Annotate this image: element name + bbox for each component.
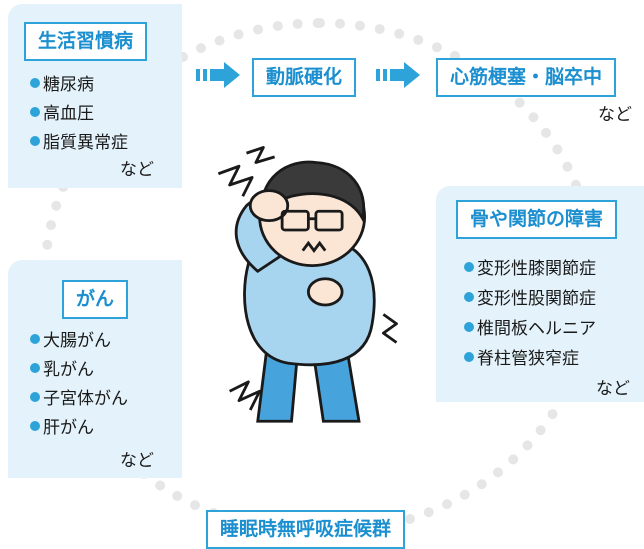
cardio-title: 心筋梗塞・脳卒中 bbox=[436, 58, 617, 97]
cancer-title: がん bbox=[62, 280, 129, 319]
bullet-icon bbox=[30, 106, 40, 117]
cancer-item: 大腸がん bbox=[30, 326, 111, 351]
bullet-icon bbox=[30, 362, 40, 373]
right-arrow-icon bbox=[196, 62, 240, 88]
bones-title: 骨や関節の障害 bbox=[456, 200, 618, 239]
bullet-icon bbox=[464, 321, 474, 332]
bullet-icon bbox=[464, 351, 474, 362]
bones-etc: など bbox=[596, 379, 630, 399]
bullet-icon bbox=[464, 261, 474, 272]
shock-lines-icon bbox=[217, 146, 398, 411]
bullet-icon bbox=[30, 420, 40, 431]
cancer-item: 子宮体がん bbox=[30, 384, 128, 409]
lifestyle-item: 高血圧 bbox=[30, 99, 94, 124]
lifestyle-item: 糖尿病 bbox=[30, 70, 94, 95]
sleep-title: 睡眠時無呼吸症候群 bbox=[206, 510, 406, 549]
cardio-etc: など bbox=[598, 105, 632, 125]
lifestyle-etc: など bbox=[120, 160, 154, 180]
bones-item: 変形性膝関節症 bbox=[464, 254, 596, 279]
bones-item: 椎間板ヘルニア bbox=[464, 314, 596, 339]
right-arrow-icon bbox=[376, 62, 420, 88]
bones-item: 脊柱管狭窄症 bbox=[464, 344, 579, 369]
bullet-icon bbox=[30, 135, 40, 146]
cancer-item: 乳がん bbox=[30, 355, 94, 380]
bullet-icon bbox=[30, 391, 40, 402]
bullet-icon bbox=[464, 291, 474, 302]
bones-item: 変形性股関節症 bbox=[464, 284, 596, 309]
cancer-item: 肝がん bbox=[30, 413, 94, 438]
arteriosclerosis-title: 動脈硬化 bbox=[252, 58, 357, 97]
bullet-icon bbox=[30, 77, 40, 88]
cancer-etc: など bbox=[120, 451, 154, 471]
suffering-man-illustration bbox=[217, 146, 398, 423]
bullet-icon bbox=[30, 333, 40, 344]
lifestyle-item: 脂質異常症 bbox=[30, 128, 128, 153]
lifestyle-title: 生活習慣病 bbox=[24, 22, 148, 61]
